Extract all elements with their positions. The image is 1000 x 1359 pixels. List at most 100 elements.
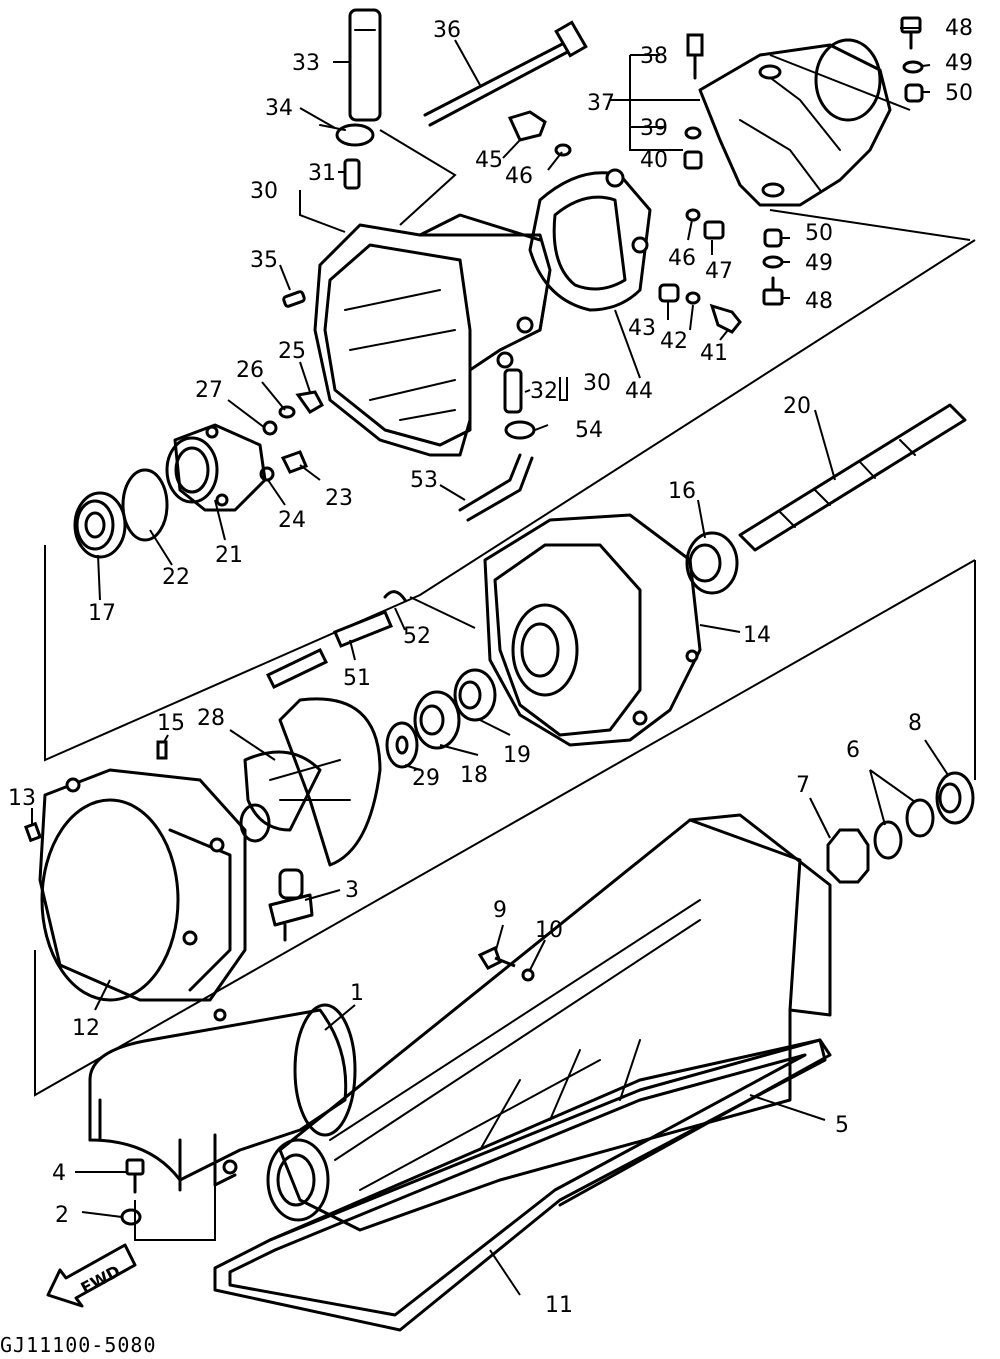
callout-50b: 50 [805, 221, 833, 246]
callout-43: 43 [628, 316, 656, 341]
bolt-4 [125, 1158, 145, 1194]
callout-38: 38 [640, 44, 668, 69]
callout-16: 16 [668, 479, 696, 504]
callout-37: 37 [587, 91, 615, 116]
section-outline-lines [34, 54, 976, 1097]
callout-30b: 30 [583, 371, 611, 396]
bolt-48-bottom [762, 276, 784, 306]
callout-30a: 30 [250, 179, 278, 204]
callout-labels: 1 2 3 4 5 6 7 8 9 10 11 12 13 14 15 16 1… [8, 16, 973, 1318]
callout-27: 27 [195, 378, 223, 403]
callout-48a: 48 [945, 16, 973, 41]
small-parts-23-27 [259, 390, 325, 482]
bearing-17 [73, 491, 127, 559]
pump-housing-30 [313, 213, 552, 457]
callout-40: 40 [640, 148, 668, 173]
callout-45: 45 [475, 148, 503, 173]
callout-53: 53 [410, 468, 438, 493]
fitting-3 [268, 868, 314, 942]
callout-1: 1 [350, 981, 364, 1006]
callout-51: 51 [343, 666, 371, 691]
pin-15 [156, 740, 168, 760]
callout-35: 35 [250, 248, 278, 273]
callout-41: 41 [700, 341, 728, 366]
clip-34 [319, 123, 375, 147]
spacer-29 [385, 721, 419, 769]
callout-2: 2 [55, 1203, 69, 1228]
callout-3: 3 [345, 878, 359, 903]
callout-32: 32 [530, 379, 558, 404]
collar-50-top [904, 83, 924, 103]
coupling-7 [826, 828, 870, 884]
callout-4: 4 [52, 1161, 66, 1186]
callout-28: 28 [197, 706, 225, 731]
callout-54: 54 [575, 418, 603, 443]
callout-46a: 46 [505, 164, 533, 189]
callout-19: 19 [503, 743, 531, 768]
nut-2 [120, 1208, 142, 1226]
callout-12: 12 [72, 1016, 100, 1041]
callout-22: 22 [162, 565, 190, 590]
callout-6: 6 [846, 738, 860, 763]
clamp-54 [504, 420, 536, 440]
callout-49a: 49 [945, 51, 973, 76]
callout-50a: 50 [945, 81, 973, 106]
washer-49-bottom [762, 255, 784, 269]
steering-nozzle-37 [698, 38, 892, 207]
cap-21 [165, 423, 267, 512]
callout-8: 8 [908, 711, 922, 736]
callout-34: 34 [265, 96, 293, 121]
callout-17: 17 [88, 601, 116, 626]
seals-6 [873, 798, 935, 860]
pump-tube-11 [213, 813, 832, 1332]
hose-53 [458, 453, 534, 522]
pin-13 [23, 821, 43, 843]
callout-7: 7 [796, 773, 810, 798]
callout-21: 21 [215, 543, 243, 568]
sleeve-32 [503, 368, 523, 414]
washer-10 [521, 968, 535, 982]
drive-shaft-20 [738, 403, 967, 552]
pin-35 [282, 290, 306, 308]
callout-24: 24 [278, 508, 306, 533]
callout-46b: 46 [668, 246, 696, 271]
bearing-16 [685, 531, 739, 595]
pipe-33 [348, 8, 382, 122]
callout-31: 31 [308, 161, 336, 186]
callout-20: 20 [783, 394, 811, 419]
callout-13: 13 [8, 786, 36, 811]
callout-47: 47 [705, 259, 733, 284]
ring-44 [528, 168, 652, 312]
callout-49b: 49 [805, 251, 833, 276]
callout-39: 39 [640, 116, 668, 141]
callout-11: 11 [545, 1293, 573, 1318]
callout-25: 25 [278, 339, 306, 364]
bolt-48-top [900, 16, 922, 50]
nut-40 [683, 150, 703, 170]
bolt-38 [686, 33, 704, 80]
collar-50-bottom [763, 228, 783, 248]
impeller-28 [239, 697, 382, 867]
callout-23: 23 [325, 486, 353, 511]
fwd-arrow: FWD [46, 1243, 137, 1308]
stud-bolt-36 [423, 20, 588, 127]
impeller-housing-14 [483, 513, 702, 747]
pipe-51 [265, 610, 393, 689]
callout-29: 29 [412, 766, 440, 791]
callout-10: 10 [535, 918, 563, 943]
nipple-31 [343, 158, 361, 190]
cover-1 [88, 1003, 357, 1192]
oring-22 [121, 468, 169, 542]
callout-42: 42 [660, 329, 688, 354]
callout-15: 15 [157, 711, 185, 736]
intake-housing-12 [38, 768, 247, 1002]
drawing-code: GJ11100-5080 [0, 1333, 157, 1357]
clamp-52 [383, 590, 407, 602]
callout-33: 33 [292, 51, 320, 76]
callout-18: 18 [460, 763, 488, 788]
callout-14: 14 [743, 623, 771, 648]
callout-9: 9 [493, 898, 507, 923]
washer-39 [684, 126, 702, 140]
leader-lines [31, 27, 949, 1296]
